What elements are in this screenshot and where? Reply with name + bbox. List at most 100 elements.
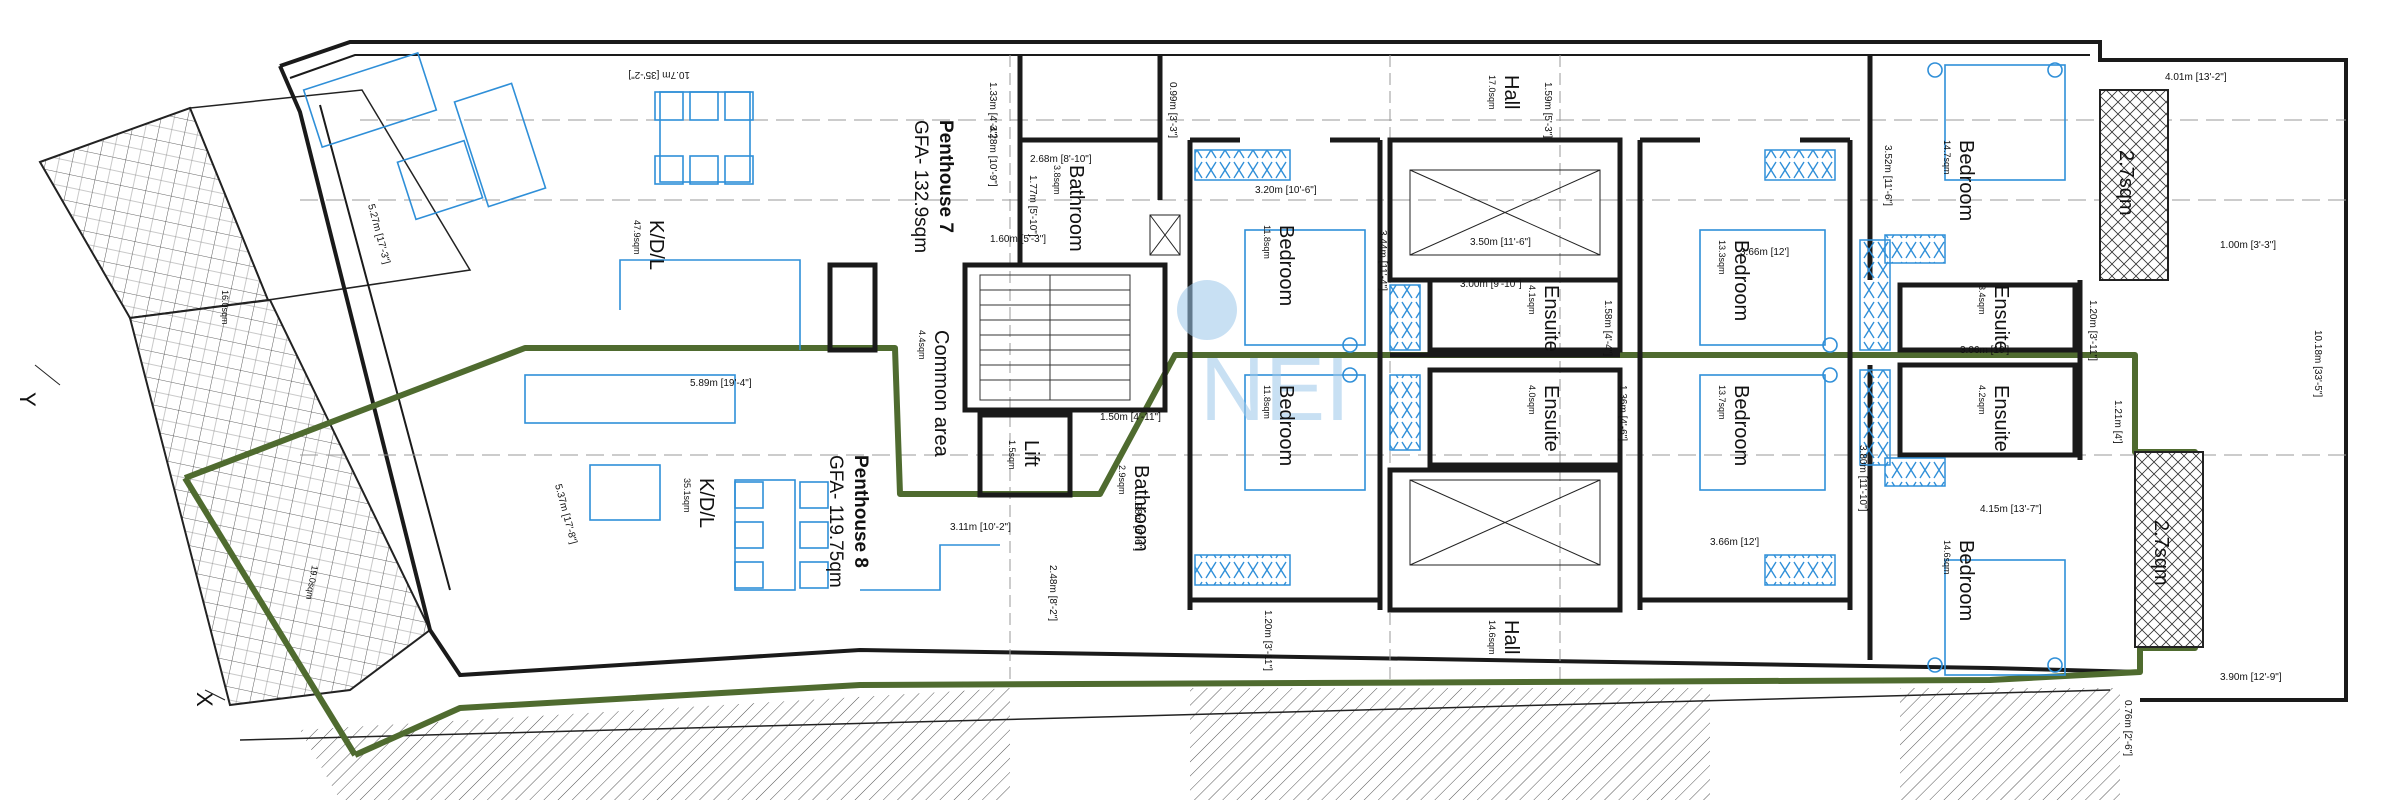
room-label: Bedroom 11.8sqm xyxy=(1262,225,1297,306)
svg-text:4.4sqm: 4.4sqm xyxy=(917,330,927,360)
axis-y-marker: Y xyxy=(15,364,61,407)
svg-text:Lift: Lift xyxy=(1020,440,1042,467)
svg-text:2.48m [8'-2"]: 2.48m [8'-2"] xyxy=(1047,565,1058,621)
room-label: Lift 1.5sqm xyxy=(1007,440,1042,470)
svg-text:4.0sqm: 4.0sqm xyxy=(1527,385,1537,415)
svg-text:Bedroom: Bedroom xyxy=(1275,385,1297,466)
room-label: Common area 4.4sqm xyxy=(917,330,952,458)
svg-text:14.6sqm: 14.6sqm xyxy=(1942,540,1952,575)
svg-text:14.7sqm: 14.7sqm xyxy=(1942,140,1952,175)
axis-y-label: Y xyxy=(15,392,40,407)
svg-text:1.5sqm: 1.5sqm xyxy=(1007,440,1017,470)
unit-gfa: GFA- 132.9sqm xyxy=(910,120,931,253)
svg-text:11.8sqm: 11.8sqm xyxy=(1262,385,1272,419)
svg-text:3.66m [12']: 3.66m [12'] xyxy=(1710,537,1759,548)
svg-text:Bedroom: Bedroom xyxy=(1955,140,1977,221)
svg-text:3.50m [11'-6"]: 3.50m [11'-6"] xyxy=(1470,237,1531,248)
svg-text:0.76m [2'-6"]: 0.76m [2'-6"] xyxy=(2122,700,2133,756)
svg-text:3.00m [9'-10"]: 3.00m [9'-10"] xyxy=(1460,279,1522,290)
svg-text:4.01m [13'-2"]: 4.01m [13'-2"] xyxy=(2165,72,2227,83)
svg-text:1.58m [4'-4"]: 1.58m [4'-4"] xyxy=(1602,300,1613,356)
svg-text:1.59m [5'-3"]: 1.59m [5'-3"] xyxy=(1542,82,1553,138)
room-label: Hall 17.0sqm xyxy=(1487,75,1522,110)
room-label: Ensuite 4.0sqm xyxy=(1527,385,1562,452)
wardrobes xyxy=(1194,149,1946,586)
svg-text:3.06m [10']: 3.06m [10'] xyxy=(1960,345,2009,356)
staircase xyxy=(979,274,1131,401)
svg-text:35.1sqm: 35.1sqm xyxy=(682,478,692,513)
svg-text:13.7sqm: 13.7sqm xyxy=(1717,385,1727,420)
svg-text:1.50m [4'-11"]: 1.50m [4'-11"] xyxy=(1100,412,1161,423)
unit-title-penthouse-8: Penthouse 8 GFA- 119.75qm xyxy=(825,455,871,588)
room-label: Bathroom 2.9sqm xyxy=(1117,465,1152,552)
svg-text:47.9sqm: 47.9sqm xyxy=(632,220,642,255)
svg-text:2.7sqm: 2.7sqm xyxy=(2150,520,2172,586)
room-label: Bathroom 3.8sqm xyxy=(1052,165,1087,252)
svg-text:Ensuite: Ensuite xyxy=(1540,285,1562,352)
svg-text:16.0sqm: 16.0sqm xyxy=(220,290,230,325)
room-label: Ensuite 4.1sqm xyxy=(1527,285,1562,352)
room-label: Bedroom 11.8sqm xyxy=(1262,385,1297,466)
svg-text:1.36m [4'-6"]: 1.36m [4'-6"] xyxy=(1617,385,1628,441)
svg-text:1.77m [5'-10"]: 1.77m [5'-10"] xyxy=(1027,175,1038,237)
terrace-area xyxy=(38,89,472,707)
room-label: Bedroom 13.7sqm xyxy=(1717,385,1752,466)
svg-text:1.98m [6'-6"]: 1.98m [6'-6"] xyxy=(1132,495,1143,551)
svg-text:3.4sqm: 3.4sqm xyxy=(1977,285,1987,315)
svg-text:Bathroom: Bathroom xyxy=(1130,465,1152,552)
svg-text:13.3sqm: 13.3sqm xyxy=(1717,240,1727,275)
svg-text:Bedroom: Bedroom xyxy=(1730,385,1752,466)
room-label: Ensuite 4.2sqm xyxy=(1977,385,2012,452)
furniture xyxy=(302,51,2066,676)
room-label: Ensuite 3.4sqm xyxy=(1977,285,2012,352)
room-label: K/D/L 47.9sqm xyxy=(632,220,667,270)
svg-text:NEI: NEI xyxy=(1200,340,1350,440)
unit-name: Penthouse 7 xyxy=(935,120,956,233)
svg-text:1.20m [3'-11"]: 1.20m [3'-11"] xyxy=(2087,300,2098,361)
svg-text:Ensuite: Ensuite xyxy=(1540,385,1562,452)
svg-text:2.7sqm: 2.7sqm xyxy=(2115,150,2137,216)
svg-text:K/D/L: K/D/L xyxy=(645,220,667,270)
svg-text:3.20m [10'-6"]: 3.20m [10'-6"] xyxy=(1255,185,1317,196)
svg-text:4.15m [13'-7"]: 4.15m [13'-7"] xyxy=(1980,504,2042,515)
svg-text:Common area: Common area xyxy=(930,330,952,458)
room-label: Hall 14.6sqm xyxy=(1487,620,1522,655)
svg-text:Bathroom: Bathroom xyxy=(1065,165,1087,252)
svg-text:1.21m [4']: 1.21m [4'] xyxy=(2112,400,2123,444)
svg-text:2.9sqm: 2.9sqm xyxy=(1117,465,1127,495)
dimension-labels: 10.7m [35'-2"] 1.33m [4'-4"] 0.99m [3'-3… xyxy=(365,69,2323,756)
svg-text:3.66m [12']: 3.66m [12'] xyxy=(1740,247,1789,258)
svg-text:2.68m [8'-10"]: 2.68m [8'-10"] xyxy=(1030,154,1092,165)
svg-text:10.18m [33'-5"]: 10.18m [33'-5"] xyxy=(2312,330,2323,397)
shaft-crosses xyxy=(1149,169,1601,566)
svg-text:Hall: Hall xyxy=(1500,620,1522,654)
svg-text:Ensuite: Ensuite xyxy=(1990,385,2012,452)
svg-text:11.8sqm: 11.8sqm xyxy=(1262,225,1272,259)
axis-x-marker: X xyxy=(192,689,226,707)
svg-text:5.37m [17'-8"]: 5.37m [17'-8"] xyxy=(552,483,579,546)
svg-text:Bedroom: Bedroom xyxy=(1955,540,1977,621)
svg-text:3.80m [11'-10"]: 3.80m [11'-10"] xyxy=(1857,445,1868,512)
svg-text:Ensuite: Ensuite xyxy=(1990,285,2012,352)
svg-text:3.11m [10'-2"]: 3.11m [10'-2"] xyxy=(950,522,1011,533)
outer-walls xyxy=(278,40,2348,702)
svg-text:Hall: Hall xyxy=(1500,75,1522,109)
penthouse-8-boundary-west xyxy=(182,476,358,757)
room-label: Bedroom 14.6sqm xyxy=(1942,540,1977,621)
svg-text:1.60m [5'-3"]: 1.60m [5'-3"] xyxy=(990,234,1046,245)
svg-text:K/D/L: K/D/L xyxy=(695,478,717,528)
svg-text:Bedroom: Bedroom xyxy=(1730,240,1752,321)
svg-text:1.33m [4'-4"]: 1.33m [4'-4"] xyxy=(987,82,998,138)
svg-text:1.20m [3'-11"]: 1.20m [3'-11"] xyxy=(1262,610,1273,671)
svg-text:3.52m [11'-6"]: 3.52m [11'-6"] xyxy=(1882,145,1893,206)
watermark: NEI xyxy=(1177,280,1350,440)
svg-text:Bedroom: Bedroom xyxy=(1275,225,1297,306)
room-label: 16.0sqm xyxy=(220,290,230,325)
svg-text:3.28m [10'-9"]: 3.28m [10'-9"] xyxy=(987,125,998,187)
unit-gfa: GFA- 119.75qm xyxy=(825,455,846,588)
unit-title-penthouse-7: Penthouse 7 GFA- 132.9sqm xyxy=(910,120,956,253)
room-label: Bedroom 13.3sqm xyxy=(1717,240,1752,321)
svg-text:4.2sqm: 4.2sqm xyxy=(1977,385,1987,415)
room-label: Bedroom 14.7sqm xyxy=(1942,140,1977,221)
svg-text:4.1sqm: 4.1sqm xyxy=(1527,285,1537,315)
